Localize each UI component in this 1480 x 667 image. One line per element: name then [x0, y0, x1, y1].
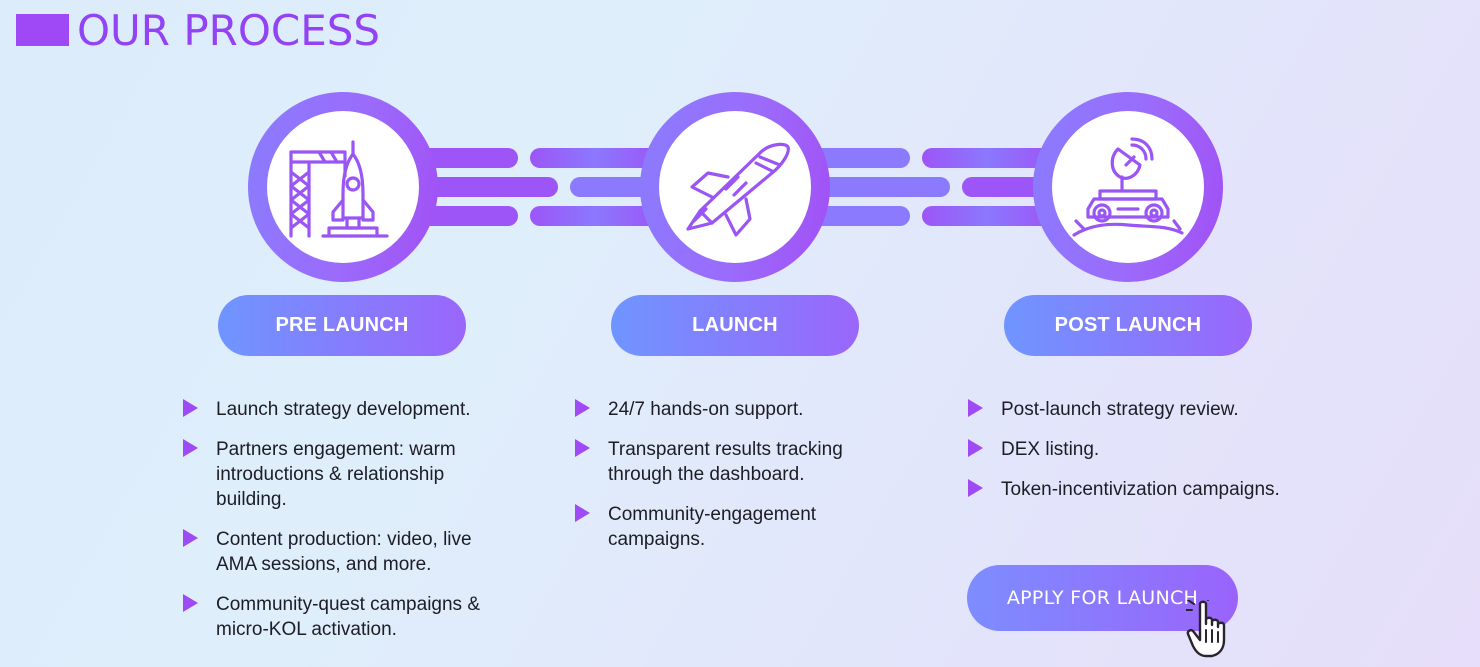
list-item: 24/7 hands-on support. — [575, 397, 905, 422]
list-item: Transparent results tracking through the… — [575, 437, 905, 487]
page-title: OUR PROCESS — [77, 5, 381, 55]
bullet-icon — [575, 439, 590, 457]
list-item: DEX listing. — [968, 437, 1298, 462]
bullet-icon — [183, 594, 198, 612]
space-shuttle-icon — [686, 142, 790, 237]
pre-launch-list: Launch strategy development. Partners en… — [183, 397, 513, 657]
list-item-text: 24/7 hands-on support. — [608, 399, 804, 420]
list-item-text: Content production: video, live AMA sess… — [216, 529, 472, 575]
rover-satellite-icon — [1072, 137, 1184, 237]
stage-label-post-launch[interactable]: POST LAUNCH — [1004, 295, 1252, 356]
list-item: Post-launch strategy review. — [968, 397, 1298, 422]
pre-launch-emblem — [248, 92, 438, 282]
list-item: Partners engagement: warm introductions … — [183, 437, 513, 512]
list-item-text: Community-quest campaigns & micro-KOL ac… — [216, 594, 480, 640]
launch-emblem — [640, 92, 830, 282]
bullet-icon — [575, 399, 590, 417]
list-item-text: Token-incentivization campaigns. — [1001, 479, 1280, 500]
list-item-text: Community-engagement campaigns. — [608, 504, 817, 550]
list-item: Community-engagement campaigns. — [575, 502, 905, 552]
list-item: Community-quest campaigns & micro-KOL ac… — [183, 592, 513, 642]
post-launch-list: Post-launch strategy review. DEX listing… — [968, 397, 1298, 517]
apply-for-launch-button[interactable]: APPLY FOR LAUNCH — [967, 565, 1238, 631]
rocket-launchpad-icon — [289, 140, 389, 238]
bullet-icon — [183, 399, 198, 417]
stage-label-launch[interactable]: LAUNCH — [611, 295, 859, 356]
list-item: Token-incentivization campaigns. — [968, 477, 1298, 502]
bullet-icon — [575, 504, 590, 522]
title-accent-bar — [16, 14, 69, 46]
bullet-icon — [968, 439, 983, 457]
list-item: Launch strategy development. — [183, 397, 513, 422]
launch-list: 24/7 hands-on support. Transparent resul… — [575, 397, 905, 567]
list-item-text: DEX listing. — [1001, 439, 1100, 460]
list-item: Content production: video, live AMA sess… — [183, 527, 513, 577]
page-header: OUR PROCESS — [16, 2, 380, 58]
list-item-text: Partners engagement: warm introductions … — [216, 439, 456, 510]
post-launch-emblem — [1033, 92, 1223, 282]
bullet-icon — [968, 399, 983, 417]
stage-label-pre-launch[interactable]: PRE LAUNCH — [218, 295, 466, 356]
list-item-text: Post-launch strategy review. — [1001, 399, 1239, 420]
list-item-text: Transparent results tracking through the… — [608, 439, 843, 485]
bullet-icon — [183, 439, 198, 457]
bullet-icon — [183, 529, 198, 547]
pointer-hand-icon — [1186, 600, 1226, 658]
list-item-text: Launch strategy development. — [216, 399, 471, 420]
stage-connectors — [420, 148, 1052, 226]
bullet-icon — [968, 479, 983, 497]
